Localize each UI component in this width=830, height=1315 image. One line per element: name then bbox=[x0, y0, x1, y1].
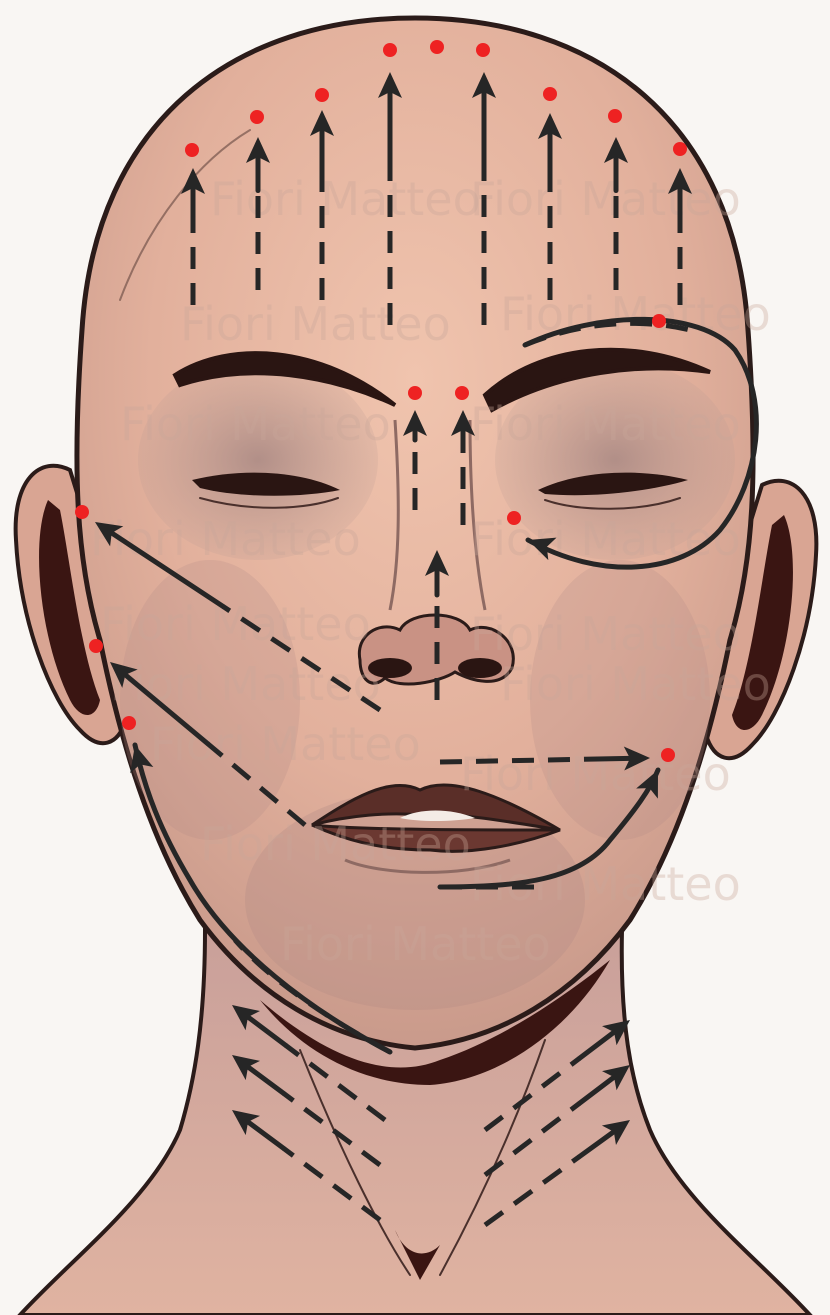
watermark-text: Fiori Matteo bbox=[180, 297, 451, 351]
watermark-text: Fiori Matteo bbox=[470, 397, 741, 451]
massage-point-icon bbox=[250, 110, 264, 124]
watermark-text: Fiori Matteo bbox=[500, 287, 771, 341]
massage-point-icon bbox=[185, 143, 199, 157]
massage-point-icon bbox=[408, 386, 422, 400]
massage-point-icon bbox=[543, 87, 557, 101]
watermark-text: Fiori Matteo bbox=[500, 657, 771, 711]
massage-point-icon bbox=[89, 639, 103, 653]
watermark-text: Fiori Matteo bbox=[90, 512, 361, 566]
watermark-text: Fiori Matteo bbox=[100, 597, 371, 651]
watermark-text: Fiori Matteo bbox=[460, 747, 731, 801]
massage-point-icon bbox=[383, 43, 397, 57]
massage-point-icon bbox=[661, 748, 675, 762]
watermark-text: Fiori Matteo bbox=[280, 917, 551, 971]
massage-point-icon bbox=[430, 40, 444, 54]
watermark-text: Fiori Matteo bbox=[470, 607, 741, 661]
massage-point-icon bbox=[652, 314, 666, 328]
watermark-text: Fiori Matteo bbox=[210, 172, 481, 226]
watermark-text: Fiori Matteo bbox=[470, 172, 741, 226]
massage-point-icon bbox=[455, 386, 469, 400]
massage-point-icon bbox=[75, 505, 89, 519]
watermark-text: Fiori Matteo bbox=[120, 397, 391, 451]
massage-point-icon bbox=[673, 142, 687, 156]
massage-point-icon bbox=[122, 716, 136, 730]
massage-point-icon bbox=[476, 43, 490, 57]
massage-point-icon bbox=[315, 88, 329, 102]
watermark-text: Fiori Matteo bbox=[200, 817, 471, 871]
right-nostril bbox=[458, 658, 502, 678]
watermark-text: Fiori Matteo bbox=[150, 717, 421, 771]
massage-point-icon bbox=[507, 511, 521, 525]
massage-point-icon bbox=[608, 109, 622, 123]
